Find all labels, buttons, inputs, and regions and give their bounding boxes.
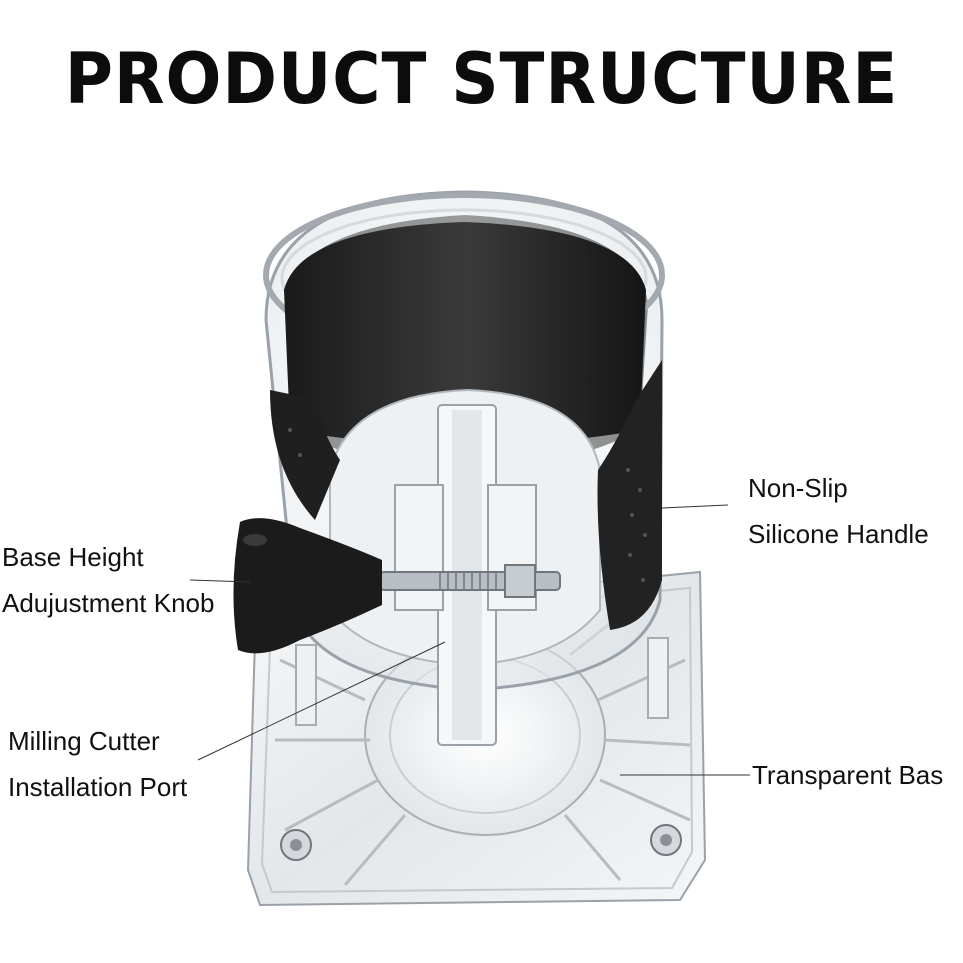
leader-knob bbox=[189, 579, 251, 583]
label-adjustment-knob: Base Height Adujustment Knob bbox=[2, 534, 214, 626]
leader-handle bbox=[661, 504, 729, 509]
label-base-line1: Transparent Bas bbox=[752, 760, 944, 790]
page-title: PRODUCT STRUCTURE bbox=[64, 38, 899, 120]
corner-screw-left bbox=[280, 829, 312, 861]
label-milling-port: Milling Cutter Installation Port bbox=[8, 718, 187, 810]
clamp-screw bbox=[379, 484, 561, 611]
label-knob-line1: Base Height bbox=[2, 542, 144, 572]
label-silicone-handle: Non-Slip Silicone Handle bbox=[748, 465, 929, 557]
silicone-handle bbox=[270, 360, 662, 630]
label-transparent-base: Transparent Bas bbox=[752, 752, 943, 798]
label-handle-line1: Non-Slip bbox=[748, 473, 848, 503]
label-knob-line2: Adujustment Knob bbox=[2, 588, 215, 618]
label-handle-line2: Silicone Handle bbox=[748, 519, 929, 549]
corner-screw-right bbox=[650, 824, 682, 856]
label-port-line2: Installation Port bbox=[8, 772, 188, 802]
adjustment-knob bbox=[233, 518, 382, 654]
leader-port bbox=[197, 641, 446, 761]
label-port-line1: Milling Cutter bbox=[8, 726, 160, 756]
